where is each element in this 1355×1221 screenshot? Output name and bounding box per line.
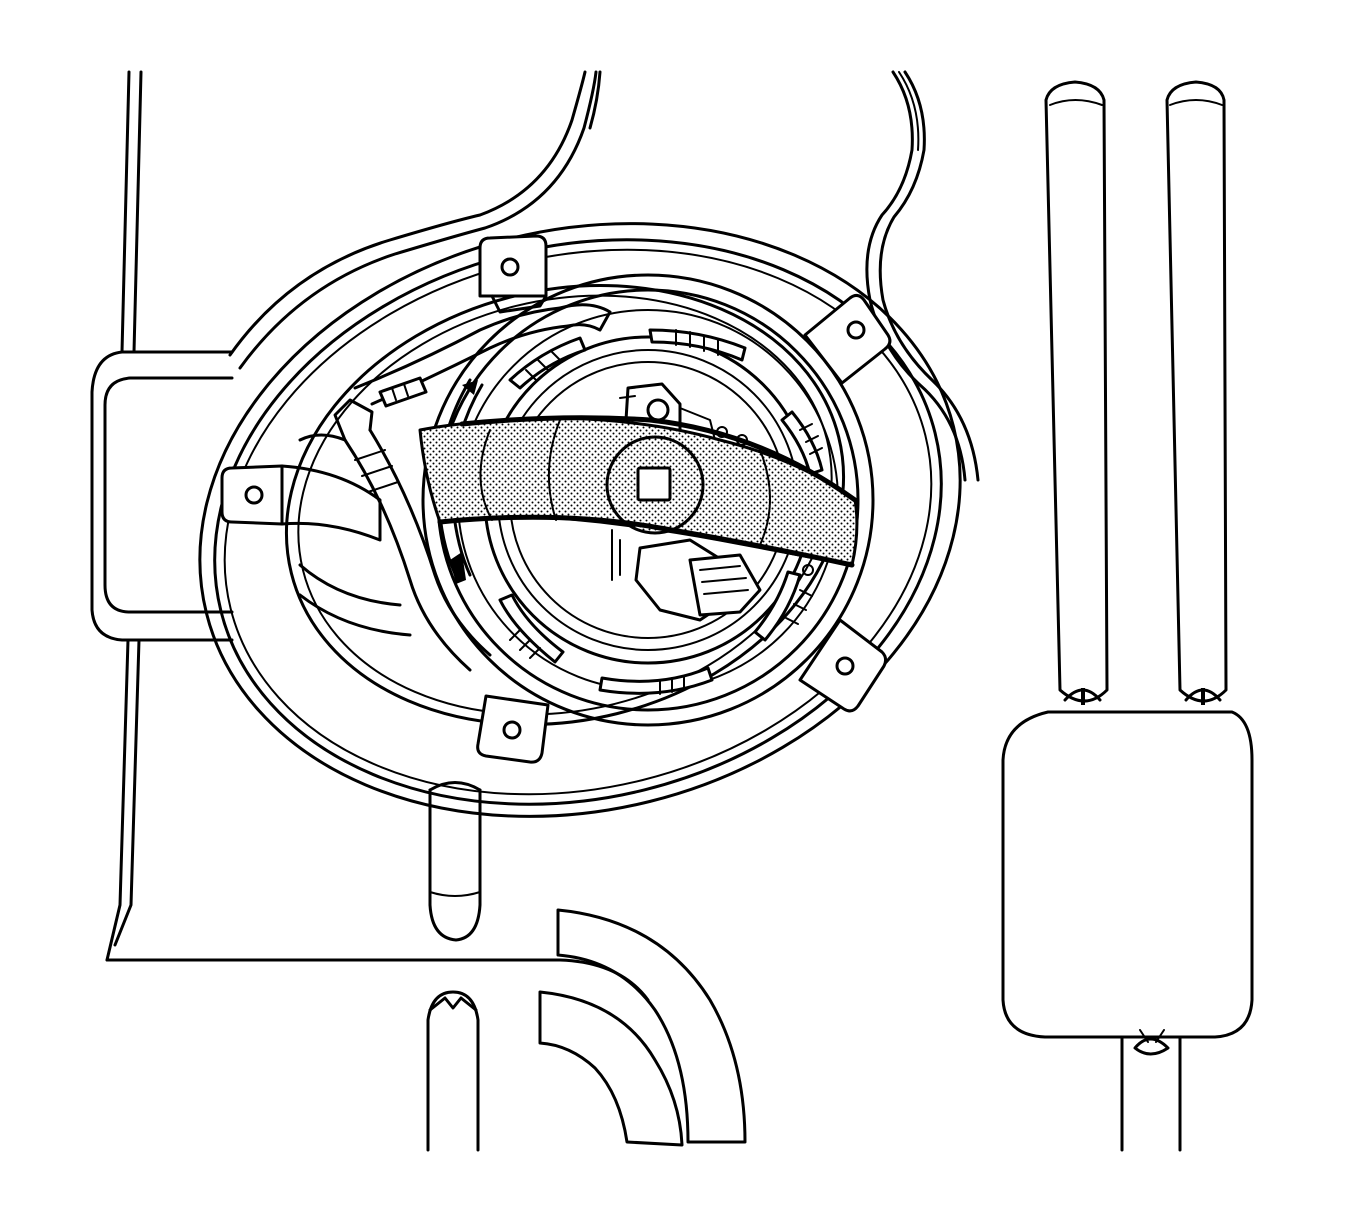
lock-ring	[421, 273, 875, 727]
lower-tank-pipes	[426, 908, 747, 1152]
retaining-ring-removal-tool	[418, 415, 859, 568]
lower-electrical-connector	[611, 529, 762, 622]
left-mounting-flange	[90, 350, 234, 642]
lock-ring-ribs	[509, 329, 823, 695]
tab-left	[220, 464, 382, 542]
tab-lower-right	[798, 618, 888, 713]
vent-tube-right	[1165, 80, 1228, 705]
canister-body	[1001, 710, 1254, 1039]
lower-pipe-stub	[428, 781, 482, 942]
tank-shell	[105, 70, 650, 1002]
internal-fuel-lines	[298, 303, 612, 672]
curved-pipe-outer	[556, 908, 747, 1144]
module-outer-housing	[198, 222, 962, 818]
tab-bottom	[476, 694, 550, 764]
canister-outlet-tube	[1120, 1029, 1182, 1152]
tab-upper-right	[803, 293, 892, 385]
tank-top-contour	[228, 70, 980, 482]
vent-canister-assembly	[1001, 80, 1254, 1152]
ring-mounting-tabs	[220, 234, 892, 764]
tab-top	[478, 234, 548, 314]
straight-pipe-bottom	[426, 990, 480, 1152]
vent-tube-left	[1044, 80, 1109, 705]
curved-pipe-inner	[538, 990, 684, 1147]
